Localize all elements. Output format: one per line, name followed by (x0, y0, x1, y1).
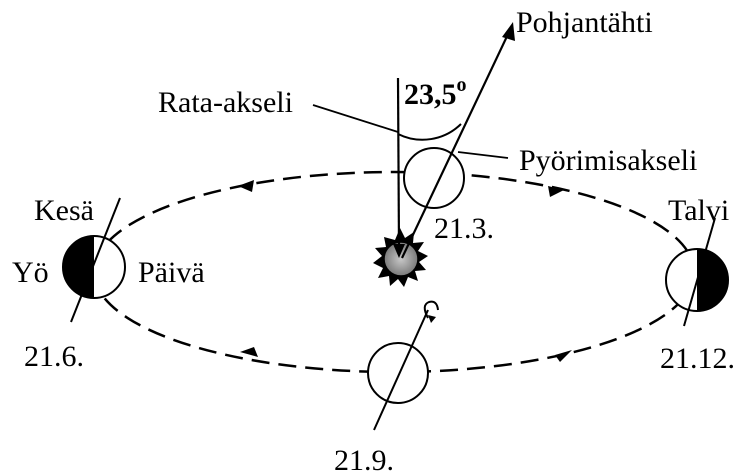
rotation-direction-icon (423, 300, 439, 323)
earth-december (665, 217, 729, 327)
tilt-angle-label: 23,5o (404, 74, 467, 111)
rotation-axis-label: Pyörimisakseli (519, 144, 697, 177)
orbital-axis-arrowhead (393, 244, 405, 258)
winter-label: Talvi (668, 194, 729, 227)
earth-september (367, 309, 429, 431)
orbit-arrow-bottom-left (240, 347, 258, 357)
orbit-arrow-bottom-right (555, 350, 572, 362)
degree-sign: o (457, 74, 467, 96)
orbital-axis-line (396, 77, 401, 251)
date-june-label: 21.6. (24, 340, 84, 373)
date-march-label: 21.3. (434, 212, 494, 245)
summer-label: Kesä (34, 194, 94, 227)
north-star-label: Pohjantähti (516, 6, 653, 39)
tilt-angle-arc (397, 123, 462, 141)
orbital-axis-label: Rata-akseli (158, 86, 293, 119)
orbital-axis-leader (312, 104, 399, 133)
earth-june (62, 197, 126, 323)
tilt-angle-value: 23,5 (404, 78, 457, 111)
earth-march (403, 147, 465, 209)
sun-icon (373, 228, 428, 287)
rotation-axis-to-north-star (401, 29, 511, 259)
date-september-label: 21.9. (334, 444, 394, 475)
orbit-arrow-top-left (238, 180, 254, 192)
orbit-arrow-top-right (548, 186, 564, 197)
date-december-label: 21.12. (660, 342, 735, 375)
north-star-arrowhead (502, 22, 515, 41)
night-label: Yö (12, 256, 49, 289)
day-label: Päivä (138, 256, 205, 289)
rotation-axis-leader (457, 151, 509, 159)
